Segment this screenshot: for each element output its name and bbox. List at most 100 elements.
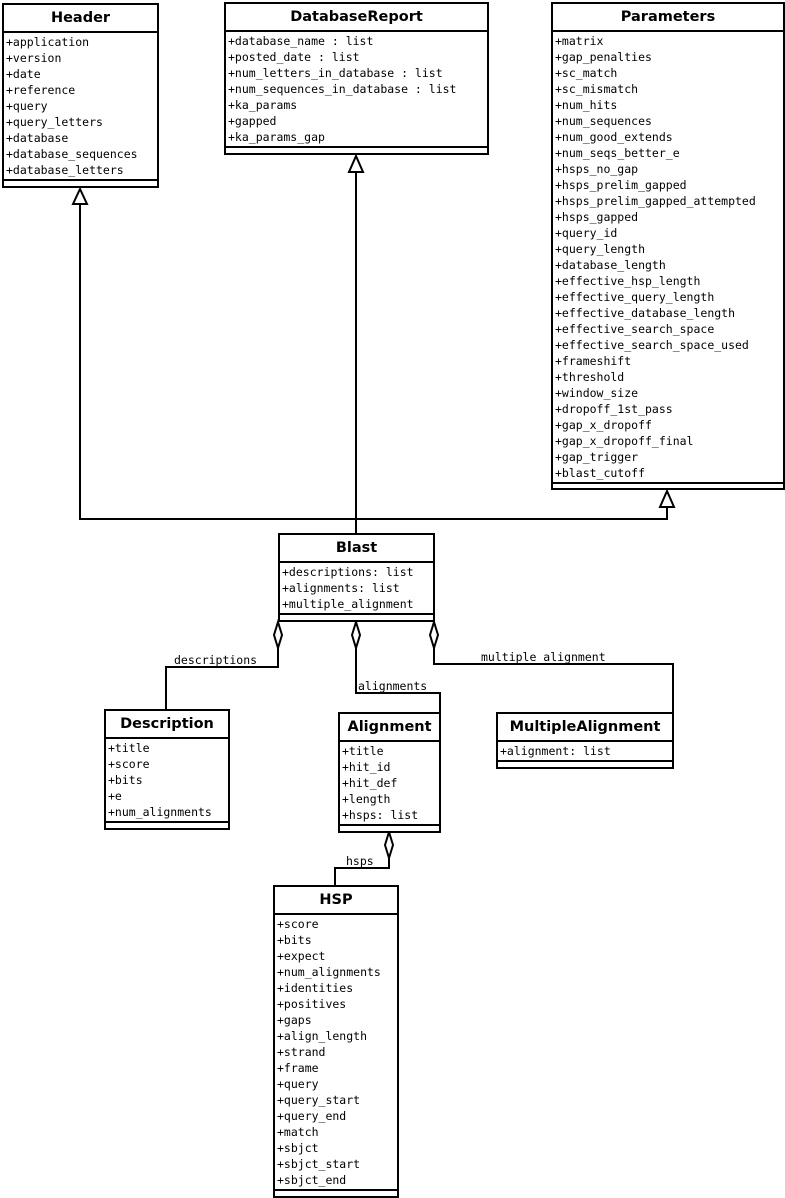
- attributes-compartment: +score +bits +expect +num_alignments +id…: [275, 915, 397, 1191]
- class-alignment[interactable]: Alignment +title +hit_id +hit_def +lengt…: [338, 712, 441, 833]
- attribute: +gaps: [277, 1013, 312, 1027]
- attributes-compartment: +alignment: list: [498, 742, 672, 762]
- attribute: +effective_database_length: [555, 306, 736, 320]
- attribute: +query_length: [555, 242, 646, 256]
- attribute: +query_start: [277, 1093, 361, 1107]
- attribute: +sbjct: [277, 1141, 319, 1155]
- attribute: +gap_penalties: [555, 50, 652, 64]
- attribute: +positives: [277, 997, 347, 1011]
- attribute: +alignments: list: [282, 581, 400, 595]
- attribute: +num_good_extends: [555, 130, 673, 144]
- attribute: +reference: [6, 83, 76, 97]
- attribute: +database: [6, 131, 69, 145]
- aggregation-diamond-multiple-alignment: [428, 618, 440, 652]
- aggregation-edge-hsps: [334, 858, 390, 885]
- attribute: +gap_trigger: [555, 450, 639, 464]
- attribute: +effective_query_length: [555, 290, 715, 304]
- attribute: +posted_date : list: [228, 50, 360, 64]
- attribute: +num_sequences_in_database : list: [228, 82, 457, 96]
- class-header[interactable]: Header +application +version +date +refe…: [2, 3, 159, 188]
- attribute: +window_size: [555, 386, 639, 400]
- attribute: +sc_mismatch: [555, 82, 639, 96]
- attribute: +gap_x_dropoff: [555, 418, 652, 432]
- class-name: MultipleAlignment: [498, 714, 672, 742]
- attribute: +hsps: list: [342, 808, 419, 822]
- class-name: Description: [106, 711, 228, 739]
- attribute: +database_name : list: [228, 34, 374, 48]
- operations-compartment: [280, 615, 433, 620]
- generalization-edge-header: [79, 204, 357, 533]
- generalization-arrowhead-header: [71, 186, 89, 205]
- attribute: +ka_params: [228, 98, 298, 112]
- attribute: +descriptions: list: [282, 565, 414, 579]
- attribute: +hit_def: [342, 776, 398, 790]
- attribute: +num_hits: [555, 98, 618, 112]
- class-name: HSP: [275, 887, 397, 915]
- operations-compartment: [498, 762, 672, 767]
- attribute: +query_letters: [6, 115, 103, 129]
- attribute: +effective_hsp_length: [555, 274, 701, 288]
- class-blast[interactable]: Blast +descriptions: list +alignments: l…: [278, 533, 435, 622]
- class-name: DatabaseReport: [226, 4, 487, 32]
- aggregation-edge-multiple-alignment: [433, 648, 674, 712]
- attribute: +num_seqs_better_e: [555, 146, 680, 160]
- generalization-arrowhead-databasereport: [347, 153, 365, 173]
- attribute: +gapped: [228, 114, 277, 128]
- class-parameters[interactable]: Parameters +matrix +gap_penalties +sc_ma…: [551, 2, 785, 490]
- attribute: +score: [108, 757, 150, 771]
- class-name: Parameters: [553, 4, 783, 32]
- attribute: +sbjct_end: [277, 1173, 347, 1187]
- aggregation-diamond-alignments: [350, 618, 362, 652]
- attribute: +blast_cutoff: [555, 466, 646, 480]
- aggregation-diamond-descriptions: [272, 618, 284, 652]
- edge-label-descriptions: descriptions: [174, 653, 258, 667]
- attributes-compartment: +database_name : list +posted_date : lis…: [226, 32, 487, 148]
- attribute: +title: [342, 744, 384, 758]
- attribute: +hsps_prelim_gapped: [555, 178, 687, 192]
- edge-label-alignments: alignments: [358, 679, 428, 693]
- attribute: +query_id: [555, 226, 618, 240]
- attribute: +database_length: [555, 258, 666, 272]
- class-multiplealignment[interactable]: MultipleAlignment +alignment: list: [496, 712, 674, 769]
- attribute: +database_letters: [6, 163, 124, 177]
- attribute: +effective_search_space: [555, 322, 715, 336]
- attribute: +date: [6, 67, 41, 81]
- class-name: Header: [4, 5, 157, 33]
- edge-label-multiple-alignment: multiple alignment: [481, 650, 606, 664]
- attribute: +length: [342, 792, 391, 806]
- attribute: +alignment: list: [500, 744, 611, 758]
- attribute: +version: [6, 51, 62, 65]
- attribute: +num_sequences: [555, 114, 652, 128]
- attribute: +identities: [277, 981, 354, 995]
- aggregation-diamond-hsps: [383, 828, 395, 862]
- operations-compartment: [106, 823, 228, 828]
- operations-compartment: [226, 148, 487, 153]
- attribute: +query_end: [277, 1109, 347, 1123]
- class-databasereport[interactable]: DatabaseReport +database_name : list +po…: [224, 2, 489, 155]
- attributes-compartment: +descriptions: list +alignments: list +m…: [280, 563, 433, 615]
- attributes-compartment: +title +score +bits +e +num_alignments: [106, 739, 228, 823]
- generalization-edge-parameters: [356, 507, 668, 520]
- attribute: +expect: [277, 949, 326, 963]
- attribute: +num_letters_in_database : list: [228, 66, 443, 80]
- attribute: +align_length: [277, 1029, 368, 1043]
- attribute: +bits: [108, 773, 143, 787]
- edge-label-hsps: hsps: [346, 854, 374, 868]
- attribute: +title: [108, 741, 150, 755]
- attribute: +score: [277, 917, 319, 931]
- attribute: +database_sequences: [6, 147, 138, 161]
- operations-compartment: [4, 181, 157, 186]
- attribute: +application: [6, 35, 90, 49]
- operations-compartment: [340, 826, 439, 831]
- attribute: +num_alignments: [277, 965, 381, 979]
- attributes-compartment: +matrix +gap_penalties +sc_match +sc_mis…: [553, 32, 783, 484]
- attribute: +strand: [277, 1045, 326, 1059]
- class-description[interactable]: Description +title +score +bits +e +num_…: [104, 709, 230, 830]
- operations-compartment: [275, 1191, 397, 1196]
- class-hsp[interactable]: HSP +score +bits +expect +num_alignments…: [273, 885, 399, 1198]
- class-name: Alignment: [340, 714, 439, 742]
- attribute: +frameshift: [555, 354, 632, 368]
- attribute: +dropoff_1st_pass: [555, 402, 673, 416]
- attribute: +matrix: [555, 34, 604, 48]
